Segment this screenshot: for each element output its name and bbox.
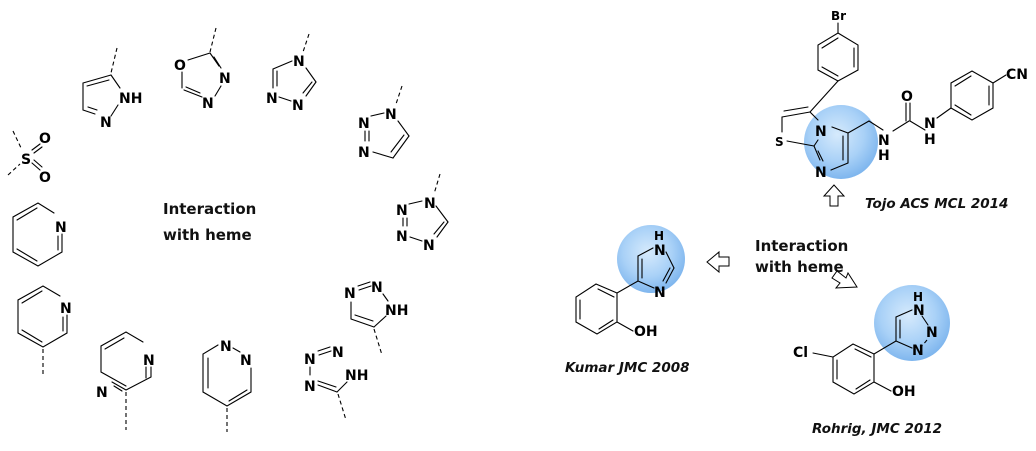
svg-text:H: H: [924, 132, 936, 148]
svg-text:N: N: [266, 91, 278, 107]
fragment-methylsulfonyl: S O O: [7, 130, 51, 186]
heme-label-right-line1: Interaction: [755, 237, 848, 255]
svg-text:O: O: [39, 131, 51, 147]
svg-text:N: N: [385, 107, 397, 123]
highlight-sphere-rohrig: [874, 285, 950, 361]
fragment-pyridine: N: [12, 202, 67, 267]
fragment-pyridazinyl: N N: [202, 339, 252, 432]
svg-text:N: N: [926, 325, 938, 341]
svg-text:N: N: [304, 352, 316, 368]
right-panel: Interaction with heme Br S N: [565, 9, 1028, 437]
svg-text:N: N: [423, 238, 435, 254]
highlight-sphere-kumar: [617, 225, 685, 293]
svg-text:S: S: [775, 135, 784, 149]
left-panel: Interaction with heme S O O NH N: [7, 27, 449, 432]
compound-rohrig: H N N N Cl OH Rohrig, JMC 2012: [793, 290, 942, 437]
svg-text:N: N: [878, 133, 890, 149]
fragment-123-triazol-5-yl: N N NH: [344, 280, 408, 356]
svg-text:N: N: [332, 345, 344, 361]
fragment-123-triazole: N N N: [358, 85, 410, 161]
svg-text:O: O: [39, 170, 51, 186]
arrow-down-right-icon: [831, 270, 858, 289]
svg-text:N: N: [55, 220, 67, 236]
svg-text:O: O: [174, 58, 186, 74]
svg-text:N: N: [96, 385, 108, 401]
svg-text:N: N: [219, 71, 231, 87]
svg-text:Cl: Cl: [793, 345, 808, 361]
compound-tojo: Br S N N N H: [775, 9, 1028, 212]
ref-kumar: Kumar JMC 2008: [565, 360, 690, 376]
svg-text:N: N: [913, 303, 925, 319]
svg-text:N: N: [815, 165, 827, 181]
svg-text:N: N: [240, 353, 252, 369]
svg-text:H: H: [913, 290, 923, 304]
fragment-oxadiazole: O N N: [174, 27, 231, 112]
fragment-pyrazole: NH N: [82, 47, 142, 131]
ref-rohrig: Rohrig, JMC 2012: [812, 421, 942, 437]
svg-text:N: N: [344, 286, 356, 302]
heme-label-line2: with heme: [163, 226, 252, 244]
svg-text:NH: NH: [385, 303, 408, 319]
svg-text:OH: OH: [892, 384, 916, 400]
svg-text:NH: NH: [119, 91, 142, 107]
svg-text:Br: Br: [831, 9, 846, 23]
svg-text:N: N: [292, 98, 304, 114]
svg-text:N: N: [396, 229, 408, 245]
svg-text:NH: NH: [345, 368, 368, 384]
svg-text:N: N: [371, 280, 383, 296]
svg-text:OH: OH: [634, 324, 658, 340]
svg-text:N: N: [424, 196, 436, 212]
svg-text:N: N: [654, 243, 666, 259]
svg-text:N: N: [396, 203, 408, 219]
fragment-pyrazinyl: N N: [96, 331, 155, 430]
svg-text:H: H: [654, 229, 664, 243]
svg-text:N: N: [654, 285, 666, 301]
svg-text:N: N: [358, 145, 370, 161]
svg-text:CN: CN: [1006, 67, 1028, 83]
svg-text:N: N: [358, 116, 370, 132]
heme-label-right-line2: with heme: [755, 258, 844, 276]
arrow-left-icon: [706, 250, 730, 274]
svg-text:S: S: [21, 152, 31, 168]
ref-tojo: Tojo ACS MCL 2014: [865, 196, 1008, 212]
svg-text:O: O: [901, 89, 913, 105]
fragment-tetrazole: N N N N: [396, 173, 449, 254]
svg-text:N: N: [293, 54, 305, 70]
svg-text:N: N: [912, 343, 924, 359]
arrow-up-icon: [822, 184, 846, 207]
svg-text:N: N: [100, 115, 112, 131]
heme-label-line1: Interaction: [163, 200, 256, 218]
compound-kumar: H N N OH Kumar JMC 2008: [565, 229, 690, 376]
fragment-pyridin-3-yl: N: [17, 285, 72, 376]
svg-text:N: N: [220, 339, 232, 355]
svg-text:N: N: [202, 96, 214, 112]
svg-text:H: H: [878, 148, 890, 164]
svg-text:N: N: [924, 116, 936, 132]
svg-text:N: N: [815, 124, 827, 140]
svg-text:N: N: [60, 301, 72, 317]
svg-text:N: N: [143, 353, 155, 369]
svg-text:N: N: [304, 379, 316, 395]
fragment-124-triazole: N N N: [266, 33, 317, 114]
fragment-tetrazol-5-yl: N N N NH: [304, 345, 368, 421]
